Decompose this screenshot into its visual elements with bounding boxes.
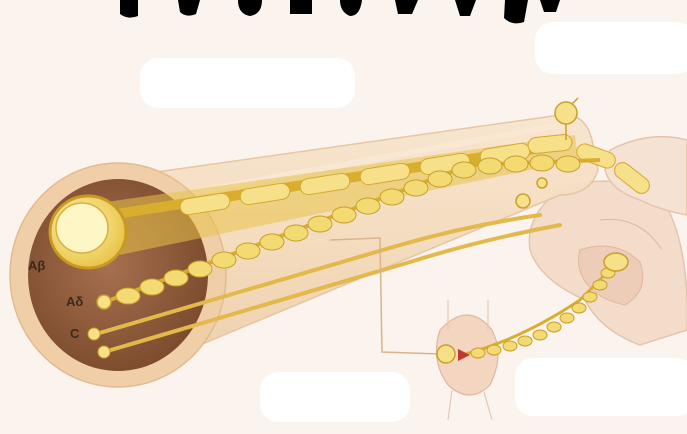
blank-label-box bbox=[515, 358, 687, 416]
label-c: C bbox=[70, 326, 80, 341]
blank-label-box bbox=[535, 22, 687, 74]
cropped-title-lettering bbox=[120, 0, 560, 23]
blank-label-box bbox=[140, 58, 355, 108]
label-a-beta: Aβ bbox=[28, 258, 45, 273]
label-a-delta: Aδ bbox=[66, 294, 83, 309]
blank-label-box bbox=[260, 372, 410, 422]
